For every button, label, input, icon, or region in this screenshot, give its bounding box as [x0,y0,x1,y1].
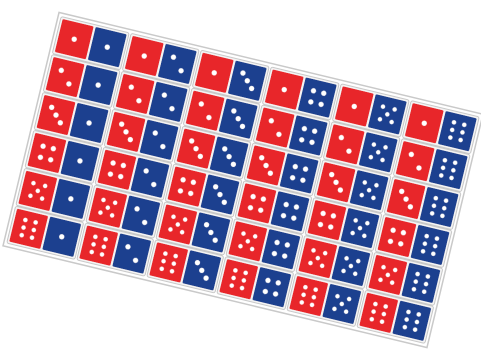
domino-board [3,12,481,347]
